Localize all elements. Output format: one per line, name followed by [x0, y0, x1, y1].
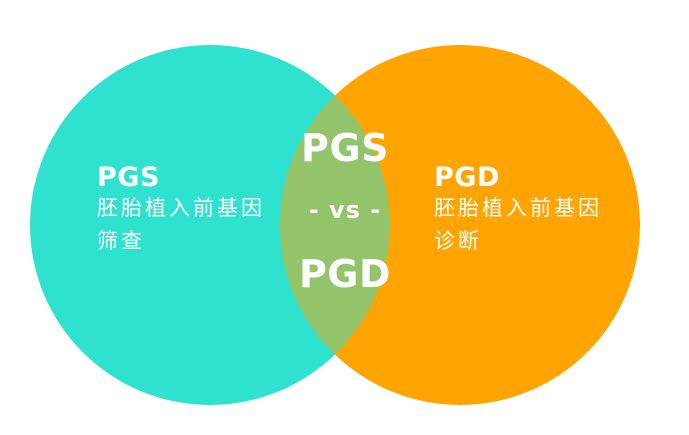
pgs-circle [30, 45, 390, 405]
pgs-description-line1: 胚胎植入前基因 [97, 196, 265, 220]
pgd-title: PGD [434, 162, 500, 193]
pgd-description-line2: 诊断 [434, 229, 482, 253]
pgs-description-line2: 筛查 [97, 229, 145, 253]
pgd-circle [280, 45, 640, 405]
center-pgs-label: PGS [301, 126, 389, 170]
pgd-description-line1: 胚胎植入前基因 [434, 196, 602, 220]
pgs-title: PGS [97, 162, 160, 193]
center-vs-label: - vs - [308, 196, 382, 224]
center-pgd-label: PGD [298, 252, 392, 296]
